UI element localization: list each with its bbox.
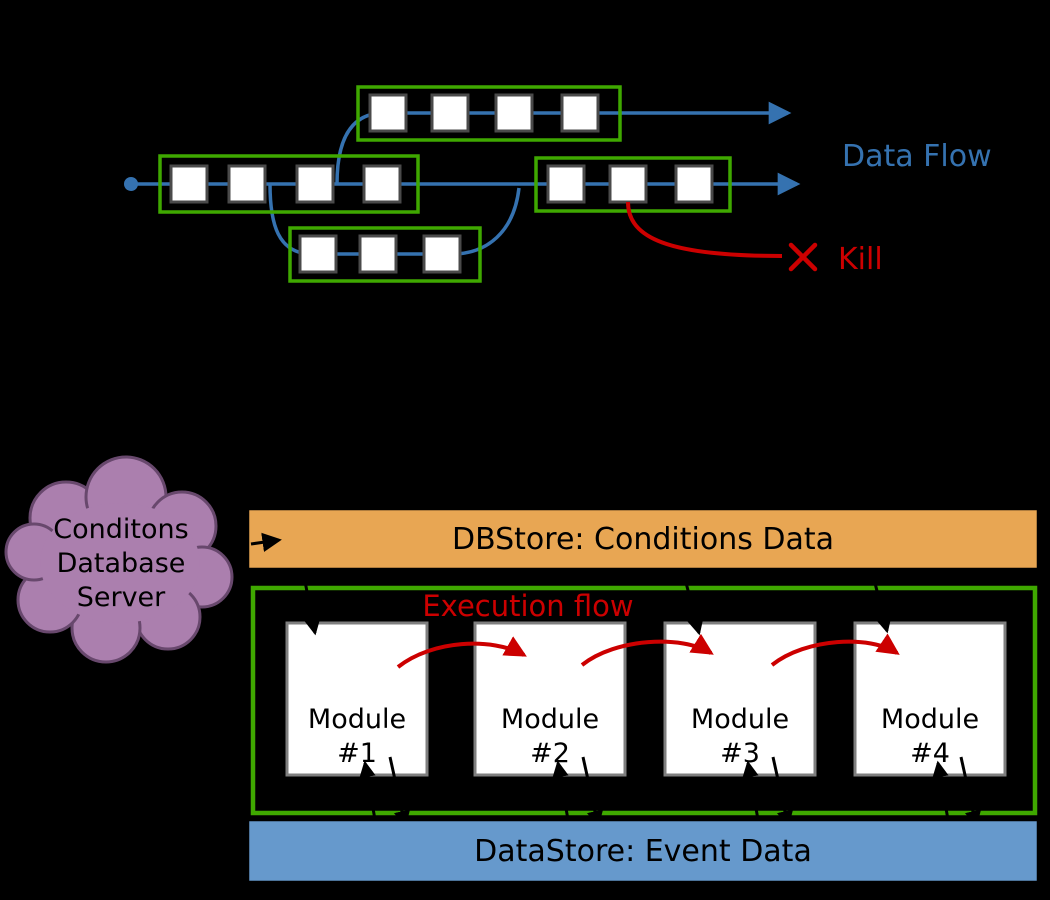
module-square (227, 164, 267, 204)
path-box-main (158, 154, 420, 214)
module-square (674, 164, 714, 204)
execution-flow-label: Execution flow (422, 589, 633, 623)
datastore-label: DataStore: Event Data (474, 834, 812, 869)
execution-arrow-3 (770, 633, 900, 667)
event-arrow-down-2 (581, 756, 604, 828)
data-flow-label: Data Flow (842, 139, 992, 174)
dbstore-label: DBStore: Conditions Data (452, 522, 834, 557)
module-square (494, 93, 534, 133)
framework-container (250, 585, 1038, 816)
module-3-label: Module (691, 704, 789, 735)
event-arrow-down-3 (771, 756, 794, 828)
module-square (169, 164, 209, 204)
module-square (546, 164, 586, 204)
module-4-label: Module (881, 704, 979, 735)
module-1-box (285, 621, 429, 777)
path-box-right (534, 156, 732, 213)
module-square (362, 164, 402, 204)
module-3-number: #3 (720, 738, 760, 769)
cloud-to-dbstore-arrow (250, 532, 282, 552)
conditions-arrow-3 (870, 570, 892, 634)
module-square (358, 234, 398, 274)
conditions-arrow-2 (681, 570, 704, 636)
kill-x-icon (788, 242, 818, 272)
module-square (298, 234, 338, 274)
conditions-database-cloud: Conditons Database Server (4, 455, 234, 664)
path-box-top (356, 85, 622, 142)
event-arrow-down-4 (959, 756, 982, 828)
pipeline-flow-diagram: Data Flow Kill (124, 85, 992, 283)
module-1-number: #1 (337, 738, 377, 769)
module-1: Module #1 (285, 621, 429, 777)
module-4-number: #4 (910, 738, 950, 769)
module-square (368, 93, 408, 133)
module-2: Module #2 (473, 621, 627, 777)
module-1-label: Module (308, 704, 406, 735)
module-square (430, 93, 470, 133)
conditions-arrow-1 (301, 570, 321, 636)
kill-curve (626, 201, 783, 258)
execution-arrow-1 (396, 636, 527, 669)
path-box-bottom (288, 226, 482, 283)
module-square (422, 234, 462, 274)
cloud-label-line-1: Conditons (53, 514, 188, 545)
cloud-label-line-2: Database (57, 548, 186, 579)
datastore-bar (246, 818, 1040, 884)
module-2-number: #2 (530, 738, 570, 769)
module-square (608, 164, 648, 204)
cloud-label-line-3: Server (77, 582, 166, 613)
dbstore-bar (246, 507, 1040, 571)
framework-diagram: Conditons Database Server DBStore: Condi… (4, 455, 1040, 884)
module-2-label: Module (501, 704, 599, 735)
event-arrow-down-1 (388, 756, 411, 828)
module-square (295, 164, 335, 204)
execution-arrow-2 (580, 633, 714, 667)
module-2-box (473, 621, 627, 777)
module-square (560, 93, 600, 133)
kill-label: Kill (838, 242, 883, 277)
